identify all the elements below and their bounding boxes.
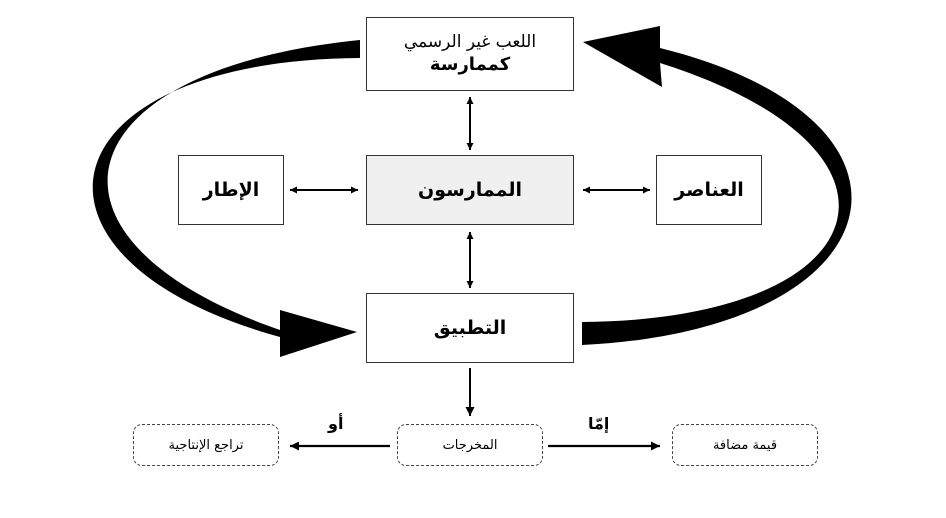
right-cycle-arrow — [582, 26, 852, 345]
left-cycle-arrow — [92, 40, 360, 357]
node-informal-play-line1: اللعب غير الرسمي — [403, 32, 537, 53]
node-productivity-decline: تراجع الإنتاجية — [133, 424, 279, 466]
node-elements: العناصر — [656, 155, 762, 225]
node-informal-play-line2: كممارسة — [429, 54, 511, 76]
node-informal-play: اللعب غير الرسمي كممارسة — [366, 17, 574, 91]
node-practitioners: الممارسون — [366, 155, 574, 225]
node-frame: الإطار — [178, 155, 284, 225]
node-application: التطبيق — [366, 293, 574, 363]
node-added-value: قيمة مضافة — [672, 424, 818, 466]
node-outputs: المخرجات — [397, 424, 543, 466]
edge-label-or: أو — [328, 414, 344, 433]
edge-label-either: إمّا — [588, 414, 610, 433]
